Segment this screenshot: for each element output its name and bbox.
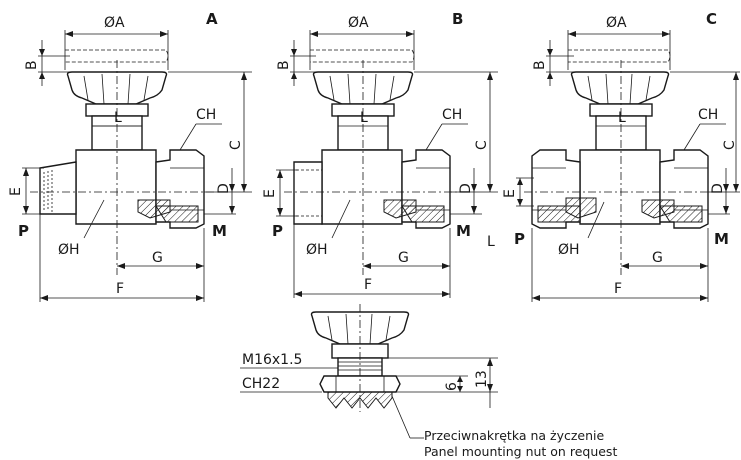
c-label: C	[722, 140, 738, 150]
p-label: P	[514, 230, 525, 248]
view-b: B ØA B L CH C	[262, 10, 498, 298]
l-label: L	[618, 110, 626, 126]
dim-13-label: 13	[474, 370, 490, 388]
panel-mount-detail: M16x1.5 CH22 6 13 Przeciwnakrętka na życ…	[240, 304, 617, 459]
f-label: F	[364, 277, 372, 293]
view-label: C	[706, 10, 717, 28]
l-label: L	[114, 110, 122, 126]
note-polish: Przeciwnakrętka na życzenie	[424, 428, 605, 443]
c-label: C	[474, 140, 490, 150]
dim-6-label: 6	[444, 382, 460, 391]
m-label: M	[714, 230, 729, 248]
b-label: B	[276, 60, 292, 70]
e-label: E	[8, 187, 24, 196]
g-label: G	[152, 250, 163, 266]
view-a: A ØA B L	[8, 10, 252, 302]
f-label: F	[116, 281, 124, 297]
view-label: A	[206, 10, 218, 28]
m-label: M	[212, 222, 227, 240]
g-label: G	[398, 250, 409, 266]
note-english: Panel mounting nut on request	[424, 444, 617, 459]
p-label: P	[272, 222, 283, 240]
e-label: E	[262, 189, 278, 198]
wrench-size-label: CH22	[242, 376, 280, 392]
thread-label: M16x1.5	[242, 352, 302, 368]
ch-label: CH	[698, 107, 718, 123]
ch-label: CH	[196, 107, 216, 123]
c-label: C	[228, 140, 244, 150]
view-label: B	[452, 10, 463, 28]
stray-l-label: L	[487, 234, 495, 250]
g-label: G	[652, 250, 663, 266]
dia-h-label: ØH	[306, 242, 328, 258]
d-label: D	[216, 183, 232, 194]
ch-label: CH	[442, 107, 462, 123]
d-label: D	[458, 183, 474, 194]
dia-a-label: ØA	[348, 15, 369, 31]
dia-h-label: ØH	[558, 242, 580, 258]
dia-a-label: ØA	[606, 15, 627, 31]
b-label: B	[24, 60, 40, 70]
f-label: F	[614, 281, 622, 297]
e-label: E	[502, 189, 518, 198]
dia-h-label: ØH	[58, 242, 80, 258]
l-label: L	[360, 110, 368, 126]
d-label: D	[710, 183, 726, 194]
m-label: M	[456, 222, 471, 240]
b-label: B	[532, 60, 548, 70]
dia-a-label: ØA	[104, 15, 125, 31]
p-label: P	[18, 222, 29, 240]
view-c: C ØA B L CH	[502, 10, 740, 302]
